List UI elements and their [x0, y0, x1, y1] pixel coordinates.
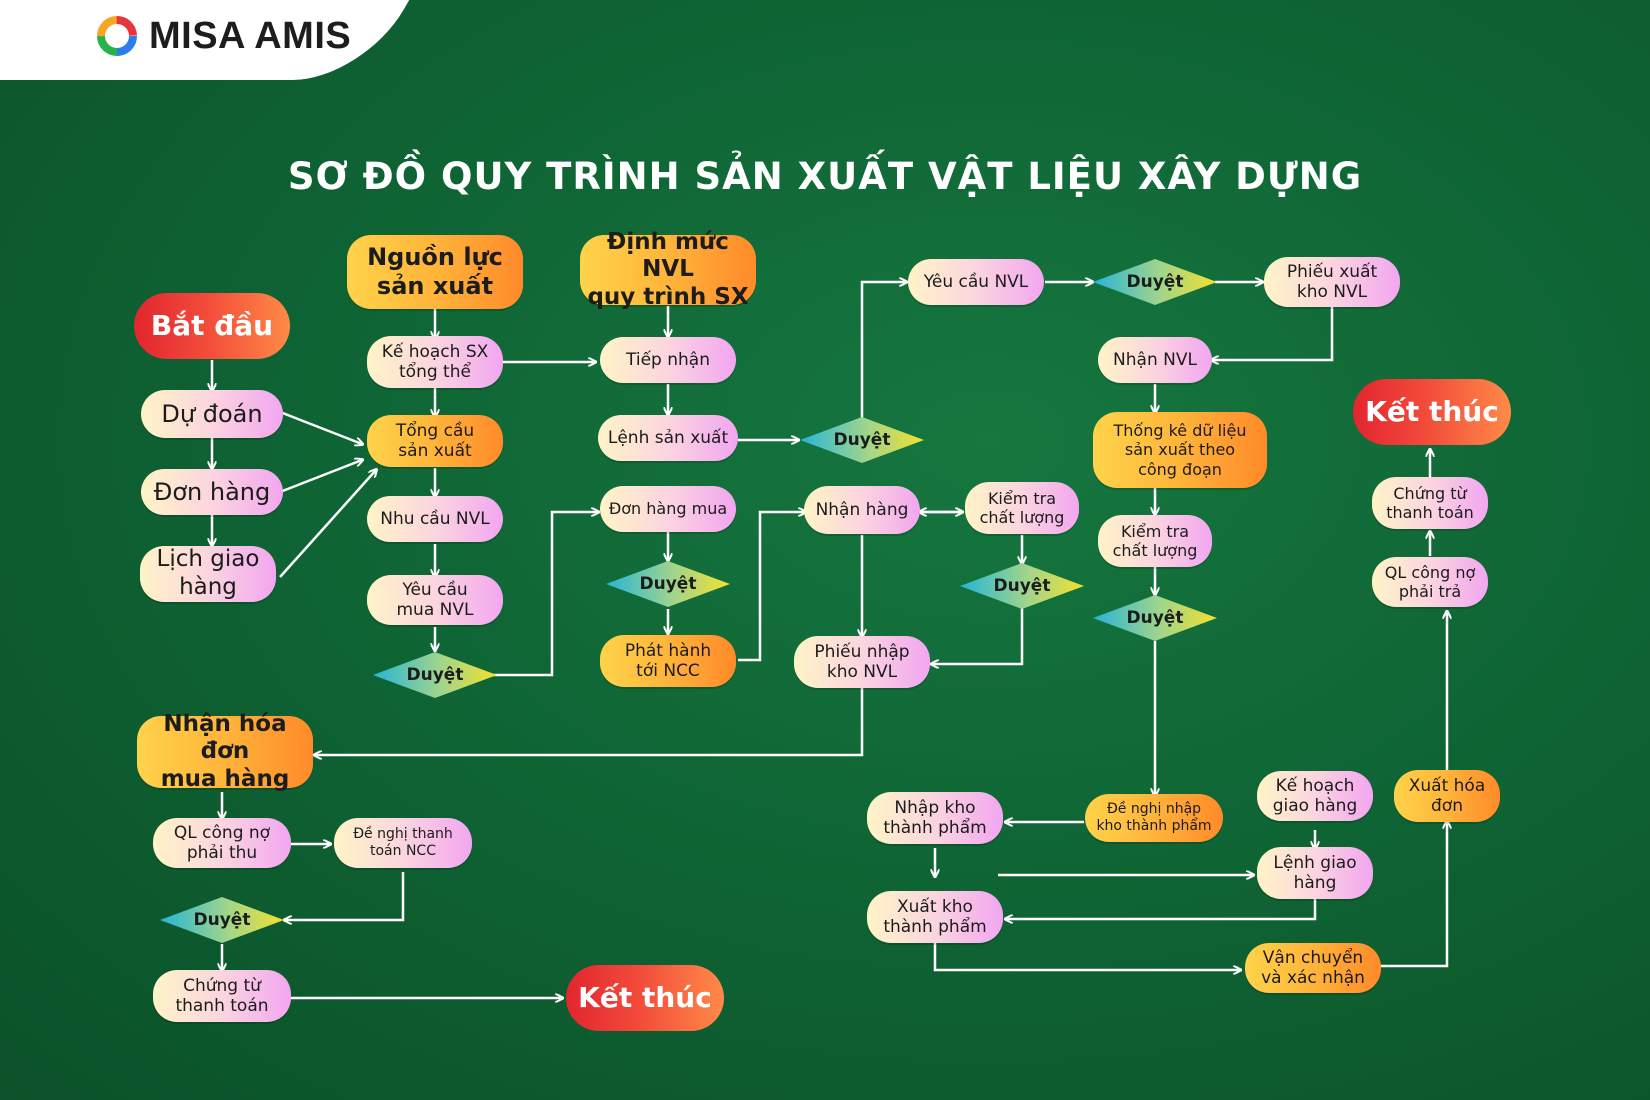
payment-docs-node-left: Chứng từ thanh toán — [153, 970, 291, 1022]
material-needs-node: Nhu cầu NVL — [367, 496, 503, 542]
forecast-node: Dự đoán — [141, 390, 283, 438]
diagram-title: SƠ ĐỒ QUY TRÌNH SẢN XUẤT VẬT LIỆU XÂY DỰ… — [287, 155, 1363, 198]
finished-goods-out-node: Xuất kho thành phẩm — [867, 891, 1003, 943]
brand-logo: MISA AMIS — [95, 14, 351, 58]
receive-node: Tiếp nhận — [600, 337, 736, 383]
misa-logo-icon — [97, 16, 137, 56]
quality-check-node-1: Kiểm tra chất lượng — [965, 482, 1079, 534]
payables-node: QL công nợ phải trả — [1372, 557, 1488, 607]
receive-goods-node: Nhận hàng — [804, 486, 920, 534]
issue-invoice-node: Xuất hóa đơn — [1394, 770, 1500, 822]
production-order-node: Lệnh sản xuất — [598, 415, 738, 461]
resources-node: Nguồn lực sản xuất — [347, 235, 523, 309]
total-demand-node: Tổng cầu sản xuất — [367, 415, 503, 467]
master-plan-node: Kế hoạch SX tổng thể — [367, 336, 503, 388]
material-request-node: Yêu cầu NVL — [908, 259, 1044, 305]
material-issue-slip-node: Phiếu xuất kho NVL — [1264, 257, 1400, 307]
end-node-left: Kết thúc — [566, 965, 724, 1031]
end-node-right: Kết thúc — [1353, 379, 1511, 445]
purchase-invoice-node: Nhận hóa đơn mua hàng — [137, 711, 313, 792]
purchase-request-node: Yêu cầu mua NVL — [367, 575, 503, 625]
quality-check-node-2: Kiểm tra chất lượng — [1098, 515, 1212, 567]
receive-material-node: Nhận NVL — [1098, 337, 1212, 383]
delivery-order-node: Lệnh giao hàng — [1257, 847, 1373, 899]
finished-receipt-request-node: Đề nghị nhập kho thành phẩm — [1085, 794, 1223, 842]
norms-node: Định mức NVL quy trình SX — [580, 229, 756, 310]
purchase-order-node: Đơn hàng mua — [600, 486, 736, 532]
brand-name: MISA AMIS — [149, 14, 352, 57]
delivery-plan-node: Kế hoạch giao hàng — [1257, 771, 1373, 821]
receivables-node: QL công nợ phải thu — [153, 818, 291, 868]
start-node: Bắt đầu — [134, 293, 290, 359]
supplier-payment-request-node: Đề nghị thanh toán NCC — [334, 818, 472, 868]
order-node: Đơn hàng — [141, 469, 283, 515]
finished-goods-in-node: Nhập kho thành phẩm — [867, 792, 1003, 844]
payment-docs-node-right: Chứng từ thanh toán — [1372, 477, 1488, 529]
shipping-confirm-node: Vận chuyển và xác nhận — [1245, 943, 1381, 993]
issue-to-supplier-node: Phát hành tới NCC — [600, 635, 736, 687]
delivery-schedule-node: Lịch giao hàng — [140, 546, 276, 602]
production-stats-node: Thống kê dữ liệu sản xuất theo công đoạn — [1093, 412, 1267, 488]
material-receipt-slip-node: Phiếu nhập kho NVL — [794, 636, 930, 688]
